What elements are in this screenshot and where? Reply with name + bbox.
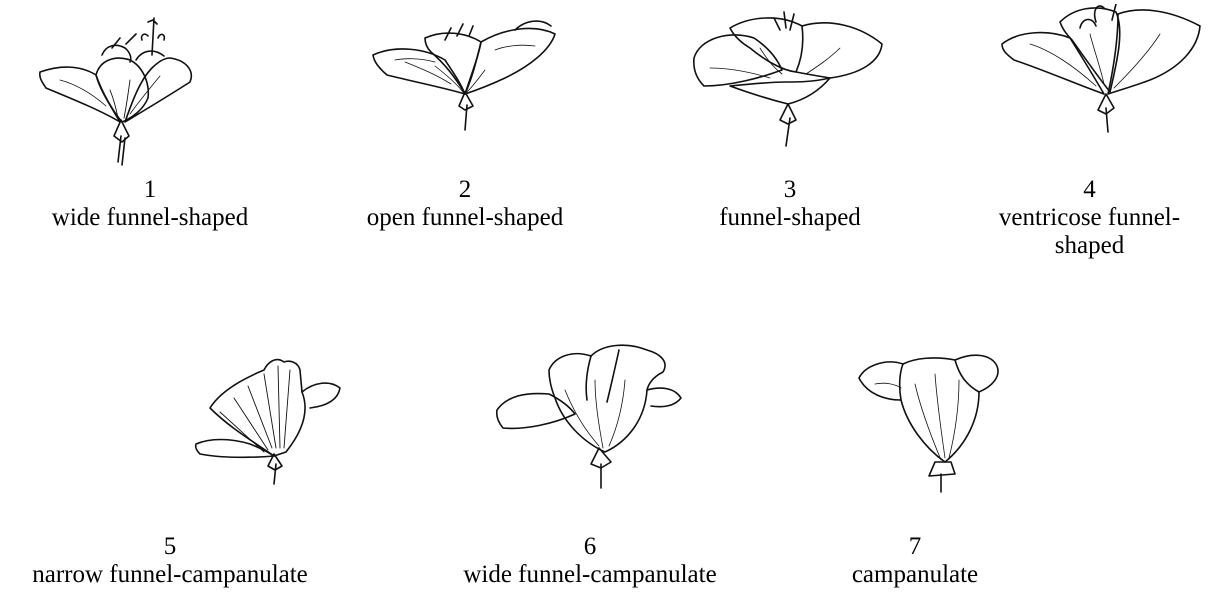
wide-funnel-campanulate-flower-icon [495,340,685,490]
figure-7-caption: 7 campanulate [790,533,1040,589]
wide-funnel-flower-icon [30,10,205,170]
figure-name: ventricose funnel- [960,204,1219,232]
open-funnel-flower-icon [365,10,565,135]
figure-name: wide funnel-campanulate [450,561,730,589]
narrow-funnel-campanulate-flower-icon [190,352,350,487]
figure-name: funnel-shaped [660,204,920,232]
figure-2-caption: 2 open funnel-shaped [320,176,610,232]
figure-6-caption: 6 wide funnel-campanulate [450,533,730,589]
figure-name-continued: shaped [960,232,1219,260]
figure-number: 4 [960,176,1219,204]
ventricose-funnel-flower-icon [1000,4,1210,134]
figure-name: campanulate [790,561,1040,589]
figure-number: 5 [10,533,330,561]
funnel-flower-icon [690,8,890,148]
figure-name: narrow funnel-campanulate [10,561,330,589]
figure-1-caption: 1 wide funnel-shaped [10,176,290,232]
figure-5-caption: 5 narrow funnel-campanulate [10,533,330,589]
campanulate-flower-icon [855,344,1005,494]
figure-3-caption: 3 funnel-shaped [660,176,920,232]
figure-number: 6 [450,533,730,561]
figure-number: 7 [790,533,1040,561]
figure-4-caption: 4 ventricose funnel- shaped [960,176,1219,260]
figure-name: open funnel-shaped [320,204,610,232]
figure-number: 3 [660,176,920,204]
figure-number: 1 [10,176,290,204]
figure-number: 2 [320,176,610,204]
figure-name: wide funnel-shaped [10,204,290,232]
